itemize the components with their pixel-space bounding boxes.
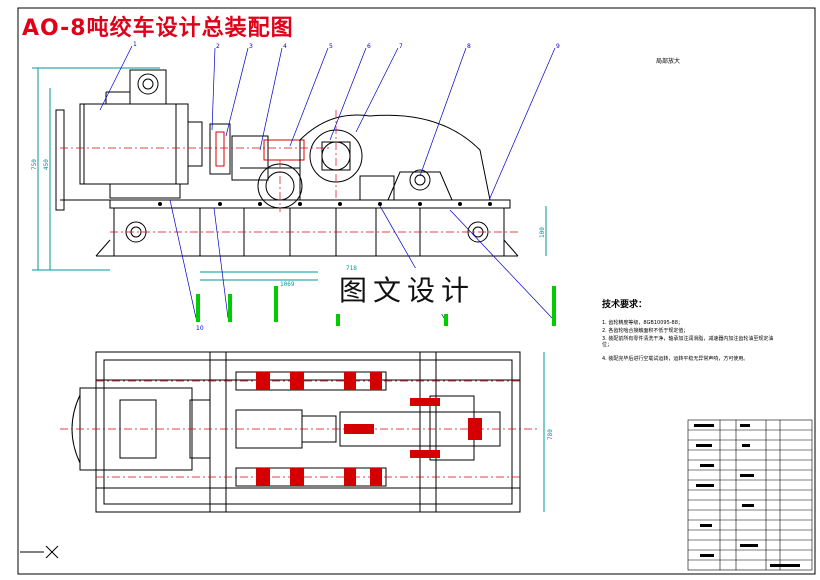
centerlines-elevation	[60, 110, 520, 233]
centerlines-plan	[60, 380, 540, 478]
notes-title: 技术要求：	[602, 300, 648, 310]
note-item: 1. 齿轮精度等级，8GB10095-88；	[602, 320, 683, 326]
note-item: 3. 装配前所有零件清洗干净，轴承加注润滑脂，减速器内加注齿轮油至规定油位；	[602, 336, 774, 348]
drawing-frame	[17, 7, 816, 575]
watermark-label: 图文设计	[318, 268, 496, 314]
bom-fill-marks	[694, 424, 800, 567]
balloon-tags	[196, 286, 556, 326]
corner-note: 局部放大	[656, 58, 681, 65]
elevation-view	[32, 67, 547, 281]
motor-body	[79, 103, 189, 185]
leader-lines	[99, 45, 556, 319]
page-title: AO-8吨绞车设计总装配图	[22, 16, 294, 41]
ucs-cross-icon	[20, 545, 59, 559]
note-item: 2. 各齿轮啮合接触面积不低于规定值；	[602, 328, 689, 334]
note-item: 4. 装配完毕后进行空载试运转，运转平稳无异常声响，方可使用。	[602, 356, 749, 362]
plan-frame	[95, 351, 521, 513]
bom-table	[687, 419, 813, 571]
